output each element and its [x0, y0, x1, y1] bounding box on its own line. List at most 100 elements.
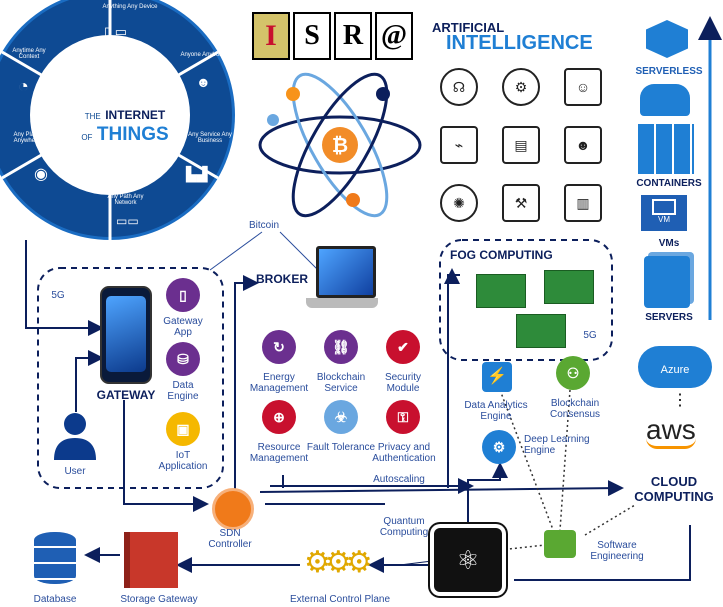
sdn-controller-icon [212, 488, 254, 530]
blockchain-service-label: Blockchain Service [316, 372, 366, 394]
five-g-left-label: 5G [51, 290, 65, 301]
data-engine-icon: ⛁ [166, 342, 200, 376]
iot-seg-any-service: Any Service Any Business [188, 132, 232, 144]
autoscaling-label: Autoscaling [373, 474, 425, 485]
brain-gear-icon: ⚙ [502, 68, 540, 106]
azure-cloud-icon: Azure [638, 346, 712, 388]
database-icon [34, 532, 76, 584]
cloud-server-icon [640, 84, 690, 116]
raspberry-pi-board-1 [476, 274, 526, 308]
iot-wheel [0, 0, 235, 240]
vms-label: VMs [658, 238, 680, 249]
factory-icon: ▙▟ [186, 166, 208, 182]
gateway-app-label: Gateway App [163, 316, 203, 338]
broker-label: BROKER [256, 272, 309, 286]
iot-title-things: THINGS [96, 124, 169, 145]
iot-seg-anyone: Anyone Anybody [180, 52, 226, 58]
privacy-auth-icon: ⚿ [386, 400, 420, 434]
aws-label: aws [646, 414, 696, 445]
clock-icon: ◔ [18, 76, 29, 96]
robot-chart-icon: ☻ [564, 126, 602, 164]
serverless-label: SERVERLESS [635, 66, 703, 77]
cloud-computing-label: CLOUD COMPUTING [634, 474, 714, 504]
location-pin-icon: ◉ [34, 166, 48, 183]
containers-label: CONTAINERS [636, 178, 702, 189]
iot-title-the: THE [84, 112, 101, 121]
analytics-head-icon: ⌁ [440, 126, 478, 164]
security-module-label: Security Module [384, 372, 422, 394]
provider-dots: ⋮ [672, 392, 688, 409]
blockchain-consensus-icon: ⚇ [556, 356, 590, 390]
raspberry-pi-board-3 [516, 314, 566, 348]
ai-title: ARTIFICIAL INTELLIGENCE [432, 20, 593, 55]
fog-computing-label: FOG COMPUTING [450, 248, 553, 262]
vm-monitor-icon [652, 199, 676, 215]
laptop-screen [316, 246, 376, 298]
aws-smile [646, 438, 696, 449]
svg-text:₿: ₿ [332, 135, 348, 157]
gateway-label: GATEWAY [96, 388, 156, 402]
data-engine-label: Data Engine [167, 380, 199, 402]
iot-seg-any-place: Any Place Anywhere [13, 132, 41, 144]
laptop-icon [306, 246, 378, 322]
raspberry-pi-board-2 [544, 270, 594, 304]
gateway-app-icon: ▯ [166, 278, 200, 312]
containers-icon [638, 124, 694, 174]
device-icon: ▯ ▭ [104, 24, 128, 39]
book-brain-icon: ▥ [564, 184, 602, 222]
logo-letter-at: @ [375, 12, 413, 60]
fault-tolerance-icon: ☣ [324, 400, 358, 434]
robot-idea-icon: ☺ [564, 68, 602, 106]
isr-logo: I S R @ [252, 12, 413, 60]
brain-circuit-icon: ✺ [440, 184, 478, 222]
smartphone-screen [106, 296, 146, 372]
iot-seg-anytime: Anytime Any Context [12, 48, 46, 60]
network-icon: ▭▭ [116, 214, 139, 228]
blockchain-service-icon: ⛓ [324, 330, 358, 364]
crypto-atom-graphic: ₿ [258, 72, 422, 218]
iot-title-of: OF [81, 133, 93, 142]
gears-icon: ⚙⚙⚙ [304, 546, 373, 579]
data-analytics-label: Data Analytics Engine [464, 400, 528, 422]
iot-seg-any-path: Any Path Any Network [107, 194, 144, 206]
flowchart-icon: ▤ [502, 126, 540, 164]
deep-learning-icon: ⚙ [482, 430, 516, 464]
iot-app-icon: ▣ [166, 412, 200, 446]
privacy-auth-label: Privacy and Authentication [372, 442, 436, 464]
external-control-plane-label: External Control Plane [289, 594, 391, 605]
brain-head-icon: ☊ [440, 68, 478, 106]
five-g-right-label: 5G [583, 330, 597, 341]
bitcoin-label: Bitcoin [248, 220, 279, 231]
quantum-computing-label: Quantum Computing [379, 516, 429, 538]
azure-label: Azure [660, 364, 690, 376]
iot-title-internet: INTERNET [105, 108, 166, 122]
servers-label: SERVERS [645, 312, 693, 323]
storage-gateway-icon [124, 532, 178, 588]
robot-arm-icon: ⚒ [502, 184, 540, 222]
blockchain-consensus-label: Blockchain Consensus [549, 398, 601, 420]
database-label: Database [33, 594, 77, 605]
deep-learning-label: Deep Learning Engine [524, 434, 590, 456]
data-analytics-icon: ⚡ [482, 362, 512, 392]
storage-gateway-label: Storage Gateway [120, 594, 198, 605]
quantum-chip-icon: ⚛ [434, 528, 502, 592]
user-label: User [64, 466, 86, 477]
ai-title-line1: ARTIFICIAL [432, 20, 505, 35]
software-engineering-icon [544, 530, 576, 558]
vm-box-label: VM [658, 215, 670, 224]
people-icon: ☻ [196, 74, 211, 90]
iot-app-label: IoT Application [158, 450, 208, 472]
security-module-icon: ✔ [386, 330, 420, 364]
vm-box: VM [640, 194, 688, 232]
laptop-base [306, 298, 378, 308]
aws-logo: aws [646, 414, 696, 449]
logo-letter-i: I [252, 12, 290, 60]
smartphone-icon [100, 286, 152, 384]
logo-letter-r: R [334, 12, 372, 60]
logo-letter-s: S [293, 12, 331, 60]
user-icon [54, 413, 96, 460]
iot-seg-anything: Anything Any Device [102, 4, 158, 10]
energy-management-icon: ↻ [262, 330, 296, 364]
sdn-controller-label: SDN Controller [208, 528, 252, 550]
